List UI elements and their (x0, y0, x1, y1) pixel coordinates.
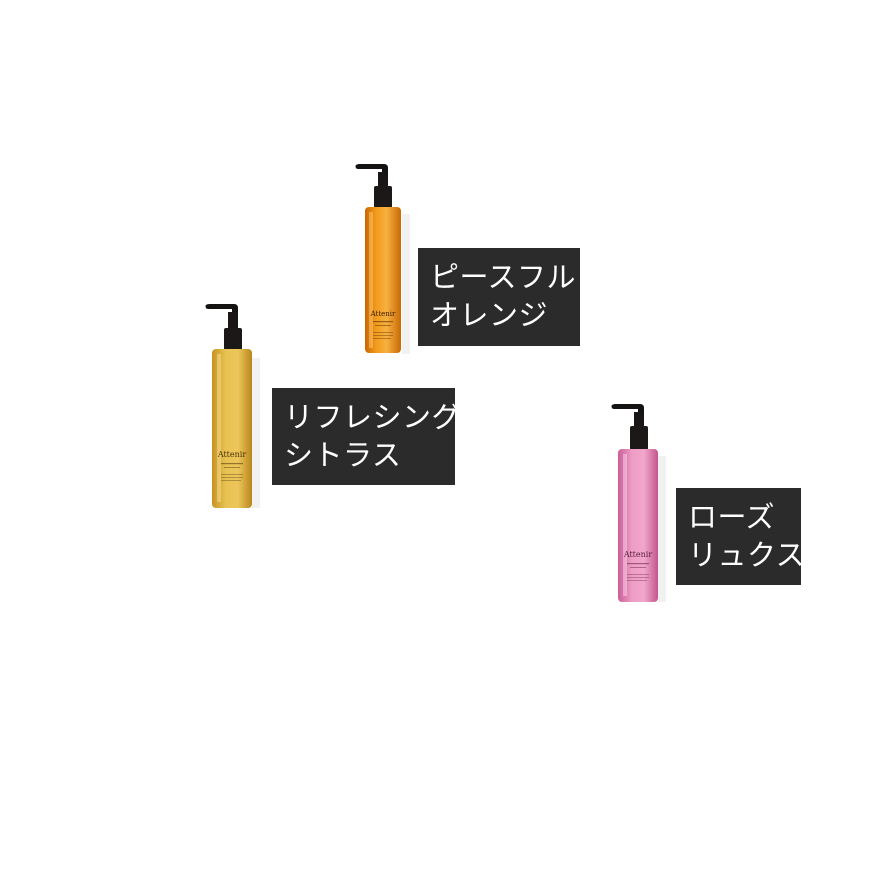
brand-text-citrus: Attenir (217, 450, 247, 459)
product-orange: Attenir (340, 160, 420, 364)
label-rose-line2: リュクス (688, 538, 806, 572)
bottle-orange-image: Attenir (355, 164, 410, 354)
product-rose: Attenir (598, 400, 678, 610)
bottle-citrus-image: Attenir (205, 304, 260, 508)
label-citrus-line2: シトラス (284, 438, 402, 472)
label-citrus: リフレシング シトラス (272, 388, 462, 485)
bottle-rose-image: Attenir (611, 404, 666, 602)
brand-text-orange: Attenir (370, 310, 396, 318)
label-orange-line1: ピースフル (430, 260, 577, 294)
label-orange: ピースフル オレンジ (418, 248, 580, 346)
label-citrus-line1: リフレシング (284, 400, 462, 434)
label-rose-line1: ローズ (688, 500, 776, 534)
product-citrus: Attenir (192, 300, 272, 516)
label-rose: ローズ リュクス (676, 488, 806, 585)
label-orange-line2: オレンジ (430, 298, 549, 332)
brand-text-rose: Attenir (623, 550, 653, 559)
